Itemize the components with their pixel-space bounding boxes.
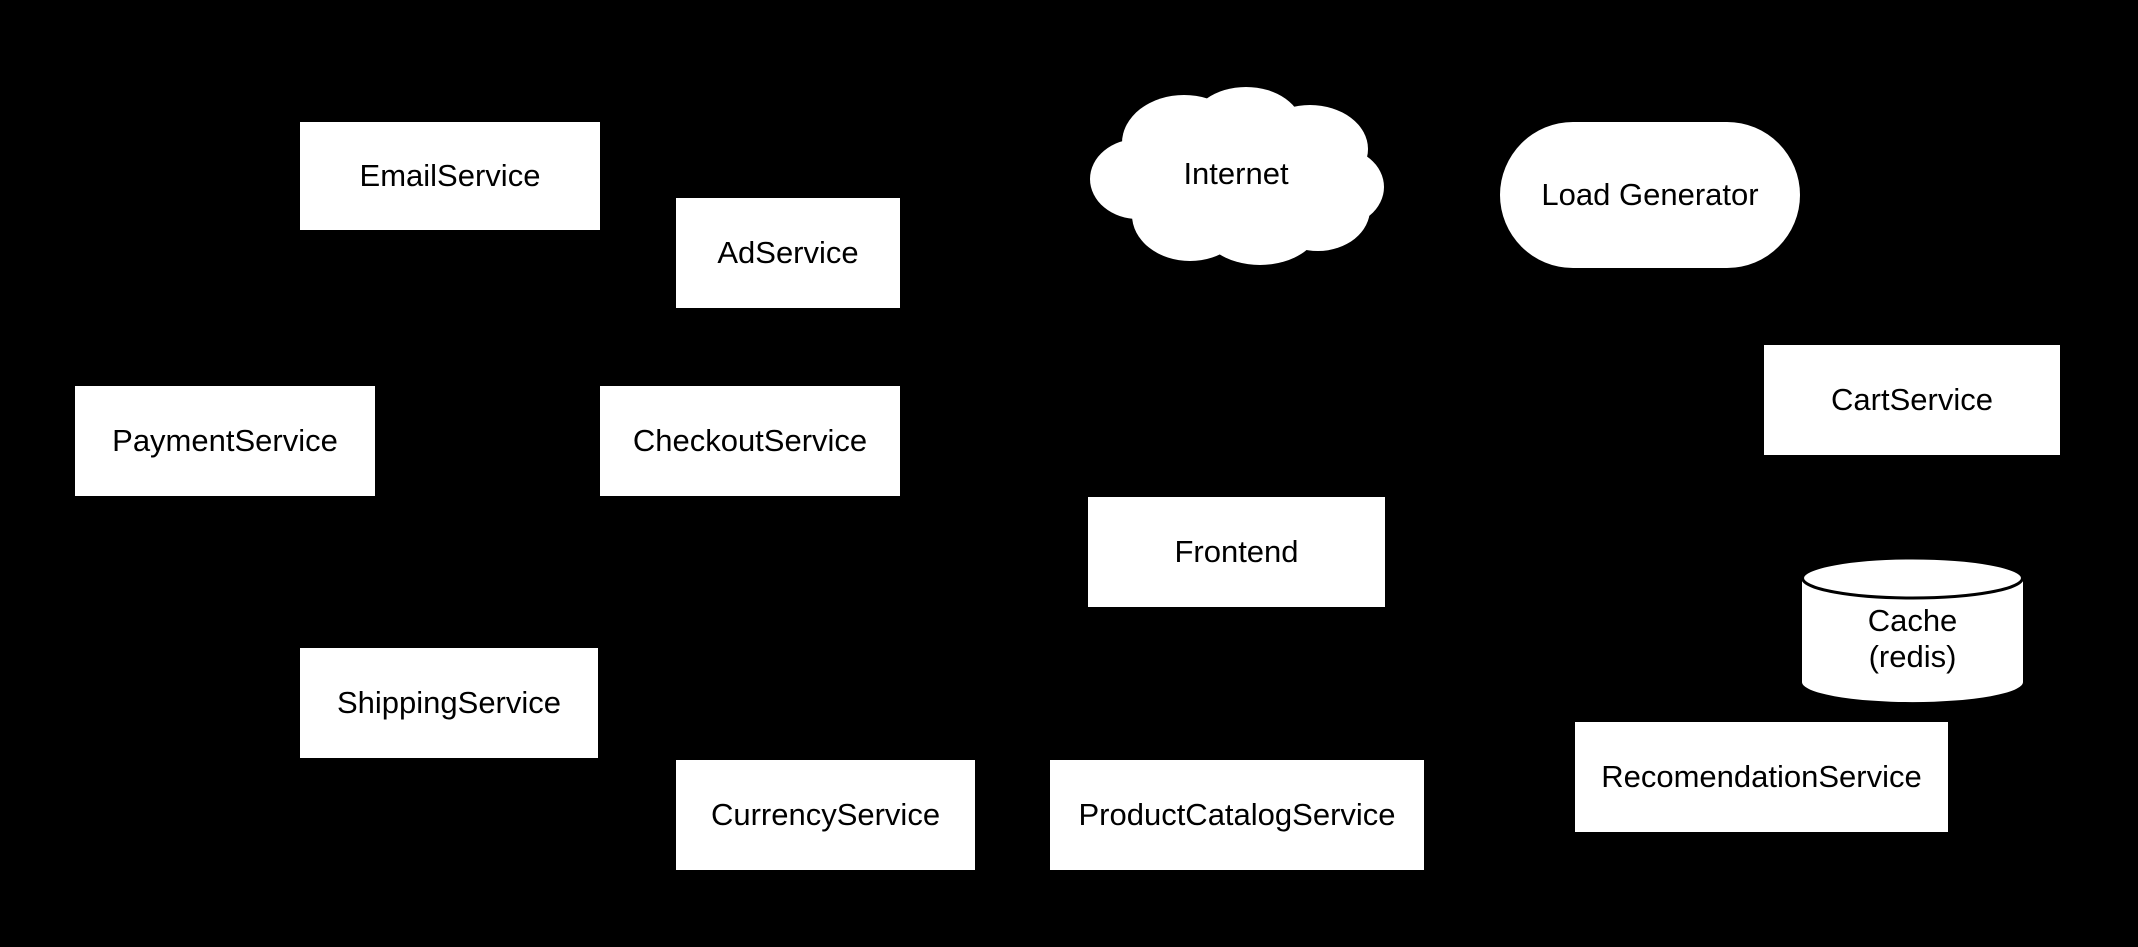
node-label-cart-service: CartService xyxy=(1831,382,1993,418)
node-email-service[interactable]: EmailService xyxy=(300,122,600,230)
node-cache-redis[interactable]: Cache (redis) xyxy=(1800,556,2025,704)
node-label-cache-line1: Cache xyxy=(1867,603,1958,639)
node-currency-service[interactable]: CurrencyService xyxy=(676,760,975,870)
node-ad-service[interactable]: AdService xyxy=(676,198,900,308)
node-label-checkout-service: CheckoutService xyxy=(632,423,868,459)
cloud-icon xyxy=(1090,87,1384,265)
database-cylinder-icon xyxy=(1801,556,2024,703)
node-product-catalog-service[interactable]: ProductCatalogService xyxy=(1050,760,1424,870)
node-label-product-catalog-service: ProductCatalogService xyxy=(1078,797,1396,833)
node-label-frontend: Frontend xyxy=(1174,534,1299,570)
node-label-shipping-service: ShippingService xyxy=(336,685,562,721)
node-checkout-service[interactable]: CheckoutService xyxy=(600,386,900,496)
node-cart-service[interactable]: CartService xyxy=(1764,345,2060,455)
node-label-ad-service: AdService xyxy=(717,235,859,271)
node-internet[interactable]: Internet xyxy=(1088,83,1384,265)
node-load-generator[interactable]: Load Generator xyxy=(1500,122,1800,268)
node-label-recomendation-service: RecomendationService xyxy=(1601,759,1922,795)
node-shipping-service[interactable]: ShippingService xyxy=(300,648,598,758)
node-label-payment-service: PaymentService xyxy=(112,423,338,459)
node-label-currency-service: CurrencyService xyxy=(710,797,941,833)
node-recomendation-service[interactable]: RecomendationService xyxy=(1575,722,1948,832)
node-payment-service[interactable]: PaymentService xyxy=(75,386,375,496)
node-label-cache-line2: (redis) xyxy=(1868,639,1957,674)
node-label-cache-redis: Cache (redis) xyxy=(1868,585,1958,675)
node-frontend[interactable]: Frontend xyxy=(1088,497,1385,607)
node-label-internet: Internet xyxy=(1183,156,1289,192)
node-label-email-service: EmailService xyxy=(359,158,541,194)
node-label-load-generator: Load Generator xyxy=(1541,177,1759,213)
